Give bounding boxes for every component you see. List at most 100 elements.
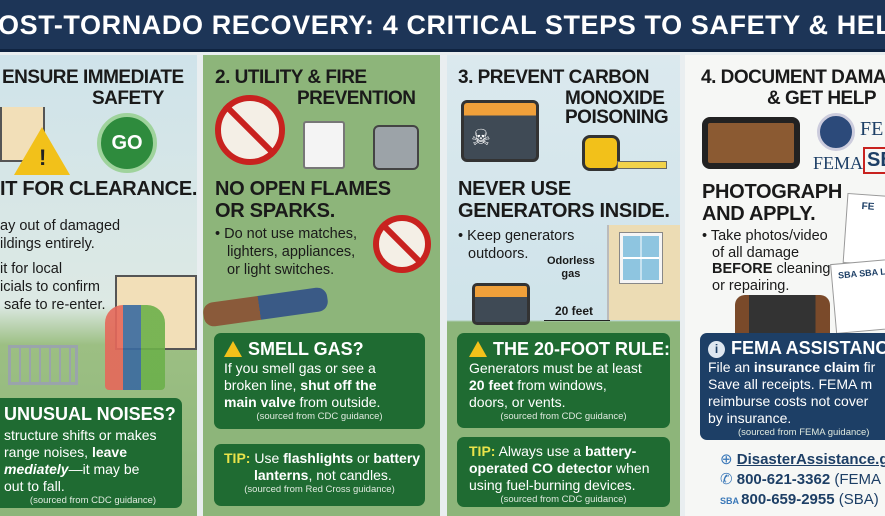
page-title: OST-TORNADO RECOVERY: 4 CRITICAL STEPS T…	[0, 10, 885, 40]
box-title: FEMA ASSISTANC	[731, 338, 885, 358]
text-line: fir	[859, 359, 876, 375]
step3-heading-line1: 3. PREVENT CARBON	[458, 67, 650, 88]
tip-box: TIP: Always use a battery- operated CO d…	[457, 437, 670, 507]
step1-heading-line2: SAFETY	[92, 88, 164, 109]
step2-bullet: • Do not use matches, lighters, appliance…	[215, 225, 357, 279]
text-line: range noises,	[4, 444, 92, 460]
step3-bullet: • Keep generators outdoors.	[458, 227, 574, 263]
go-label: GO	[111, 131, 143, 154]
fema-form-document: FE	[842, 192, 885, 268]
text-bold: 20 feet	[469, 377, 514, 393]
text-line: when	[612, 460, 650, 476]
text-line: Always use a	[495, 443, 585, 459]
step3-heading-line3: POISONING	[565, 107, 669, 128]
doc-sba-label: SBA SBA L	[837, 266, 885, 281]
text-line: it for local	[0, 261, 63, 277]
doc-fema-label: FE	[861, 201, 875, 213]
tape-measure-icon	[582, 135, 620, 171]
step4-heading-line1: 4. DOCUMENT DAMA	[701, 67, 885, 88]
distance-label: 20 feet	[555, 304, 594, 318]
source-note: (sourced from CDC guidance)	[500, 411, 627, 422]
step3-panel: 3. PREVENT CARBON MONOXIDE POISONING ☠ N…	[447, 55, 680, 516]
text-bold: battery	[373, 450, 421, 466]
text-line: AND APPLY.	[702, 203, 816, 225]
text-line: icials to confirm	[0, 279, 100, 295]
sba-form-document: SBA SBA L	[830, 258, 885, 334]
generator-illustration	[472, 283, 530, 325]
text-line: outdoors.	[468, 246, 529, 262]
link-text[interactable]: DisasterAssistance.g	[736, 451, 885, 468]
text-line: broken line,	[224, 377, 301, 393]
text-line: Generators must be at least	[469, 360, 642, 376]
skull-icon: ☠	[471, 125, 491, 150]
warning-exclaim-icon: !	[39, 145, 47, 170]
text-line: by insurance.	[708, 410, 792, 426]
text-line: gas	[561, 268, 581, 280]
step4-panel: 4. DOCUMENT DAMA & GET HELP FE FEMA SB P…	[685, 55, 885, 516]
title-banner: OST-TORNADO RECOVERY: 4 CRITICAL STEPS T…	[0, 0, 885, 52]
text-line: , not candles.	[308, 467, 392, 483]
text-line: —it may be	[68, 461, 140, 477]
step1-bullet: ay out of damaged ildings entirely. it f…	[0, 217, 120, 314]
phone-label: (FEMA	[830, 471, 882, 488]
no-flame-icon	[215, 95, 285, 165]
website-link[interactable]: ⊕ DisasterAssistance.g	[720, 450, 885, 470]
distance-arrow	[544, 320, 610, 321]
phone-number[interactable]: 800-659-2955	[741, 491, 835, 508]
sba-icon: SBA	[720, 496, 742, 506]
info-icon: i	[708, 341, 725, 358]
text-bold: insurance claim	[753, 359, 860, 375]
warning-sign-icon	[14, 127, 70, 175]
barrier-illustration	[8, 345, 78, 385]
text-line: using fuel-burning devices.	[469, 477, 636, 493]
step3-heading-line2: MONOXIDE	[565, 88, 665, 109]
sba-phone[interactable]: SBA 800-659-2955 (SBA)	[720, 490, 885, 511]
text-bold: BEFORE	[712, 261, 773, 277]
source-note: (sourced from CDC guidance)	[29, 495, 157, 506]
fema-logo: FE	[860, 118, 884, 140]
text-line: or light switches.	[227, 262, 335, 278]
text-bold: lanterns	[254, 467, 309, 483]
text-line: File an	[708, 359, 754, 375]
step2-panel: 2. UTILITY & FIRE PREVENTION NO OPEN FLA…	[203, 55, 440, 516]
source-note: (sourced from CDC guidance)	[256, 411, 383, 422]
tip-label: TIP:	[224, 450, 251, 466]
step1-panel: ENSURE IMMEDIATE SAFETY ! GO IT FOR CLEA…	[0, 55, 197, 516]
phone-icon: ✆	[720, 471, 737, 488]
unusual-noises-box: UNUSUAL NOISES? structure shifts or make…	[0, 398, 182, 508]
text-line: • Do not use matches,	[215, 226, 358, 242]
gas-meter-icon	[373, 125, 419, 170]
text-line: NEVER USE	[458, 178, 571, 200]
sba-logo: SB	[863, 147, 885, 174]
dhs-seal-icon	[817, 113, 855, 151]
text-line: of all damage	[712, 244, 800, 261]
go-icon: GO	[97, 113, 157, 173]
text-line: cleaning	[772, 261, 831, 277]
step1-subheading: IT FOR CLEARANCE.	[0, 178, 197, 200]
twenty-foot-rule-box: THE 20-FOOT RULE: Generators must be at …	[457, 333, 670, 428]
text-line: NO OPEN FLAMES	[215, 178, 391, 200]
text-line: from outside.	[295, 394, 381, 410]
generator-skull-icon	[461, 100, 539, 162]
text-line: reimburse costs not cover	[708, 393, 869, 409]
source-note: (sourced from CDC guidance)	[500, 494, 627, 505]
step2-heading-line2: PREVENTION	[297, 88, 416, 109]
fema-phone[interactable]: ✆ 800-621-3362 (FEMA	[720, 470, 885, 490]
text-line: safe to re-enter.	[4, 297, 106, 313]
text-line: or	[353, 450, 374, 466]
text-line: out to fall.	[4, 478, 65, 494]
step2-heading-line1: 2. UTILITY & FIRE	[215, 67, 367, 88]
text-line: If you smell gas or see a	[224, 360, 376, 376]
text-line: • Keep generators	[458, 228, 575, 244]
text-bold: mediately	[4, 461, 69, 477]
phone-label: (SBA)	[834, 491, 879, 508]
text-line: lighters, appliances,	[227, 244, 356, 260]
phone-number[interactable]: 800-621-3362	[736, 471, 831, 488]
smell-gas-box: SMELL GAS? If you smell gas or see a bro…	[214, 333, 425, 429]
step1-heading-line1: ENSURE IMMEDIATE	[2, 67, 184, 88]
